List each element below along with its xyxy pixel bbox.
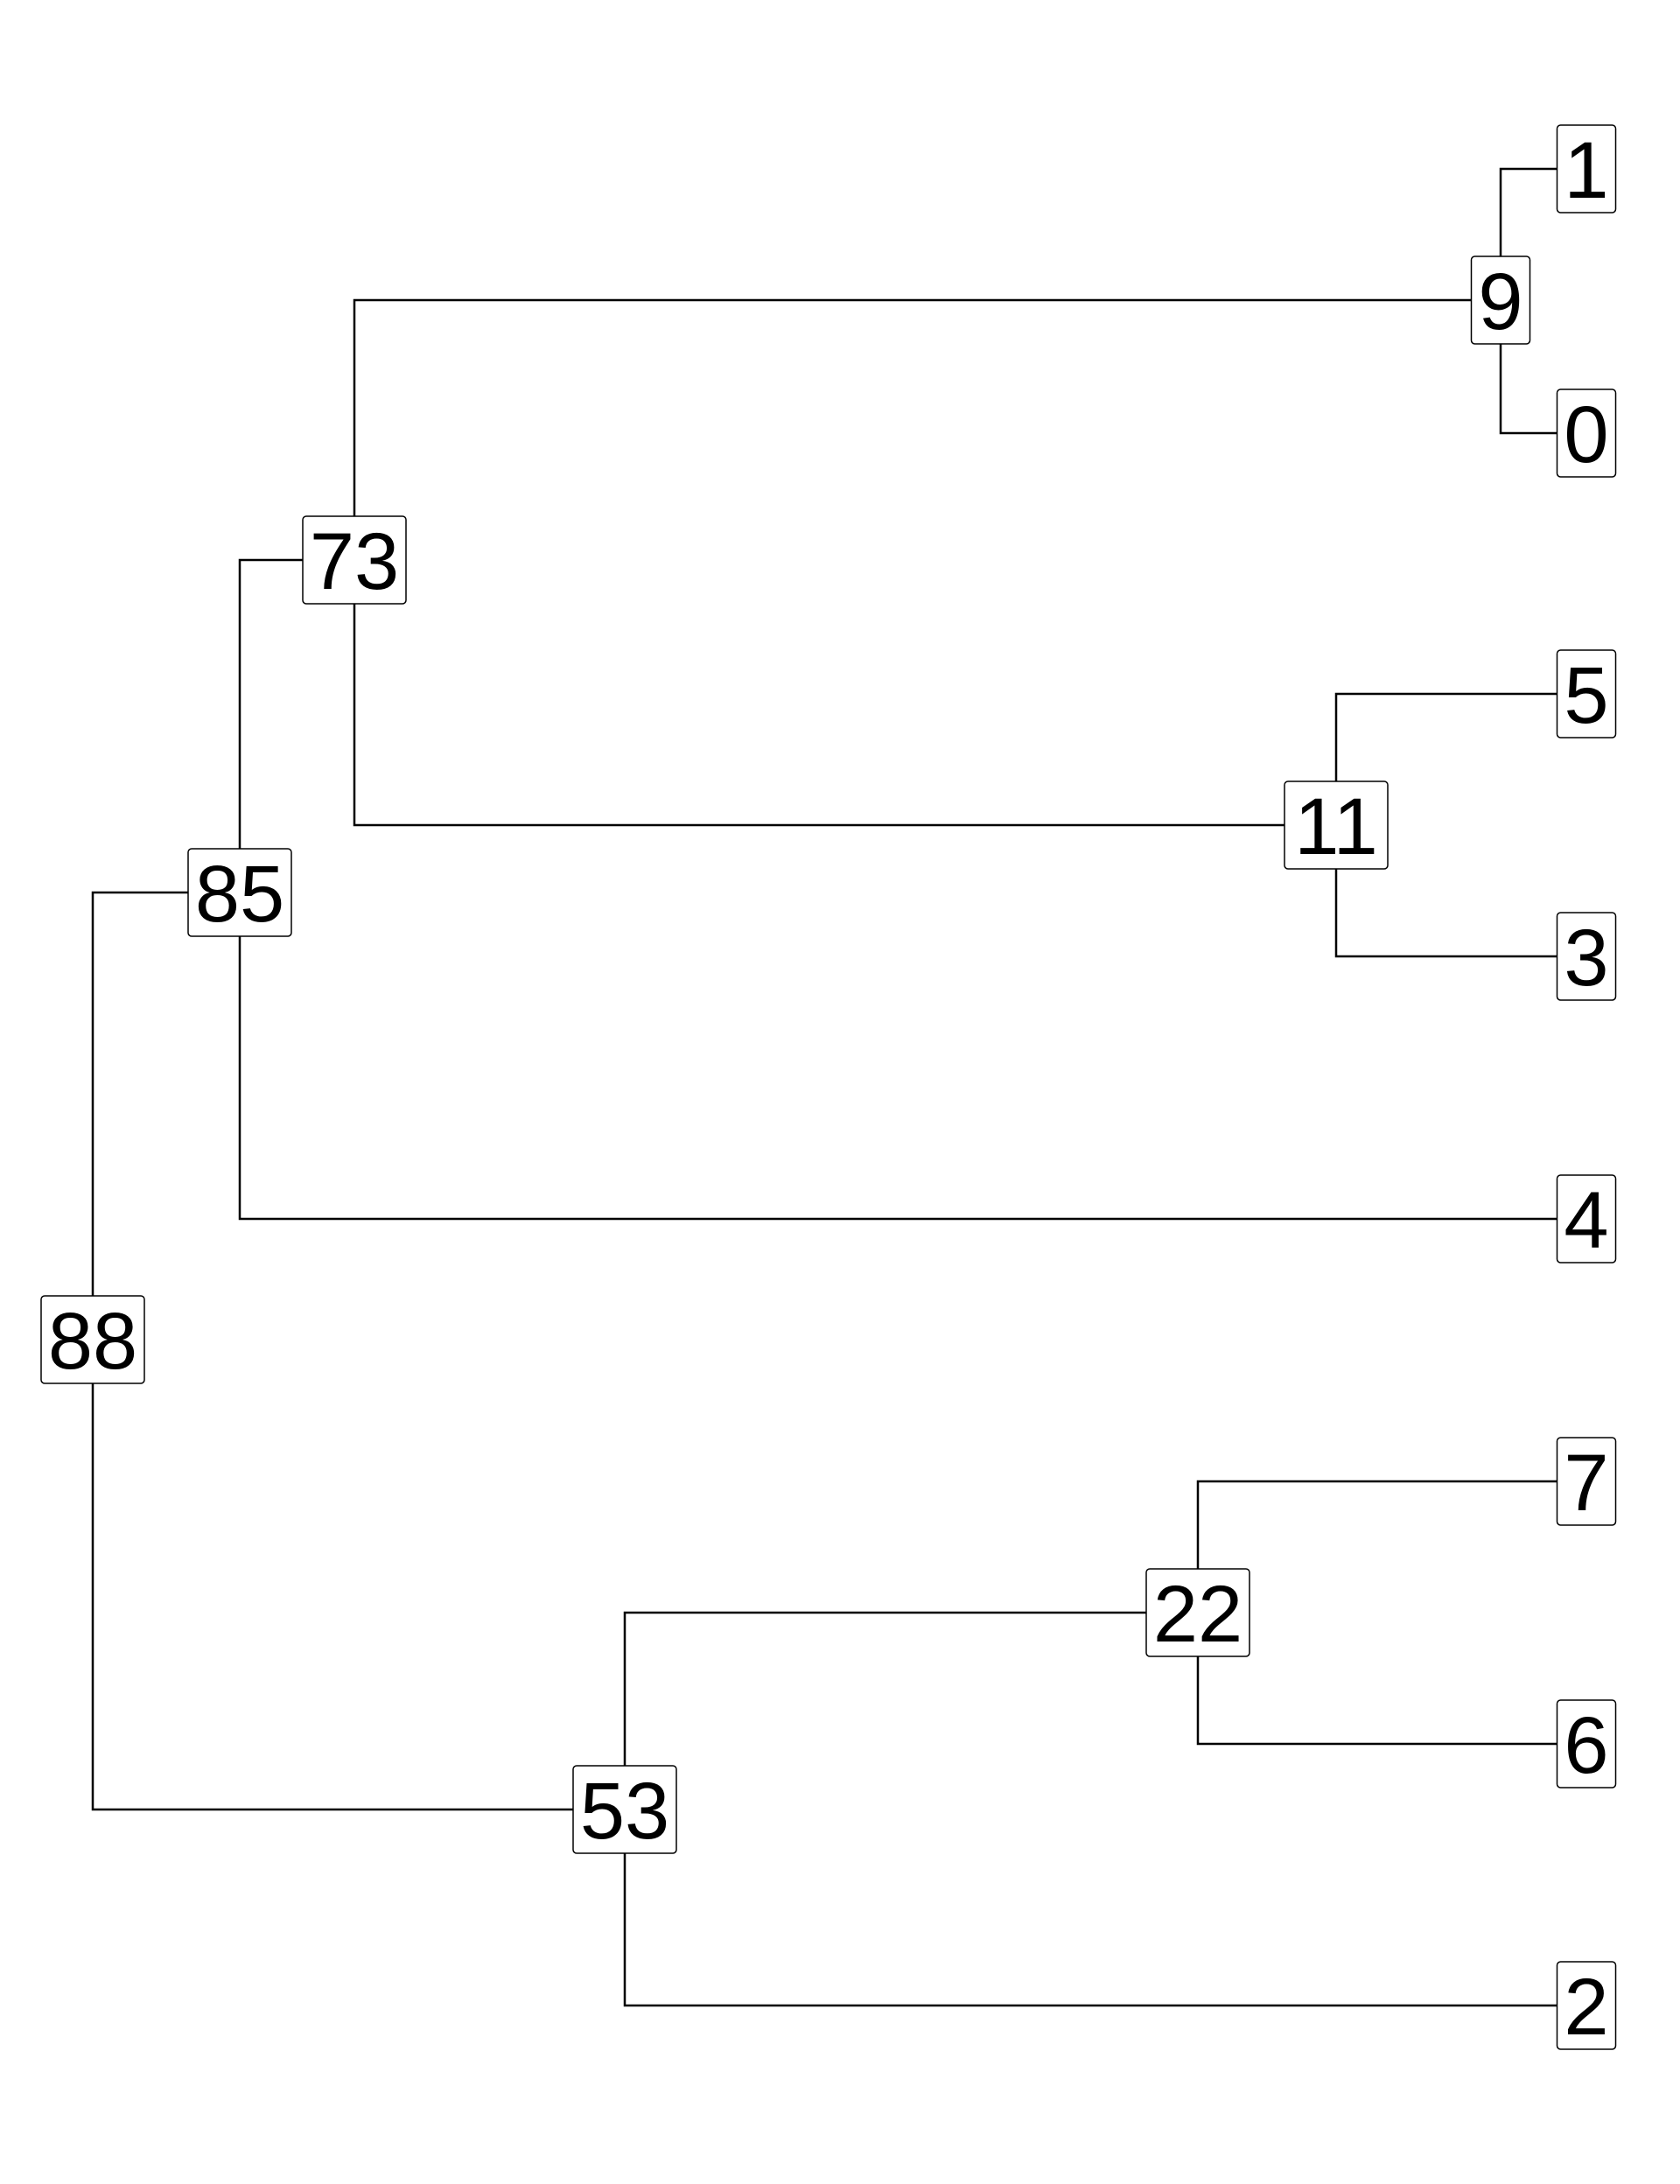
node-label-6: 6 [1564,1701,1608,1790]
node-88: 88 [40,1295,145,1386]
node-box-2 [1556,1961,1617,2050]
edge-73-9 [353,298,1501,560]
node-7: 7 [1556,1437,1617,1528]
node-label-11: 11 [1294,782,1378,872]
node-11: 11 [1284,780,1389,872]
node-box-22 [1145,1568,1250,1657]
node-53: 53 [572,1765,677,1856]
node-3: 3 [1556,912,1617,1003]
node-2: 2 [1556,1961,1617,2052]
node-label-22: 22 [1153,1570,1242,1659]
edge-22-6 [1196,1613,1586,1746]
node-0: 0 [1556,388,1617,480]
node-box-3 [1556,912,1617,1001]
node-6: 6 [1556,1699,1617,1790]
node-9: 9 [1470,256,1531,346]
node-22: 22 [1145,1568,1250,1659]
node-1: 1 [1556,124,1617,215]
edge-73-11 [353,560,1336,827]
edge-85-73 [238,558,354,892]
node-label-0: 0 [1564,390,1608,480]
edge-88-53 [91,1340,625,1811]
node-box-7 [1556,1437,1617,1526]
node-label-2: 2 [1564,1963,1608,2052]
node-box-11 [1284,780,1389,870]
node-label-1: 1 [1564,126,1608,215]
node-box-73 [302,515,407,605]
node-label-88: 88 [48,1297,137,1386]
node-box-5 [1556,649,1617,738]
node-4: 4 [1556,1174,1617,1265]
node-box-53 [572,1765,677,1854]
edge-53-2 [623,1810,1586,2007]
node-box-0 [1556,388,1617,478]
tree-edges [91,167,1586,2007]
node-label-5: 5 [1564,651,1608,740]
node-label-73: 73 [310,517,399,606]
node-box-1 [1556,124,1617,214]
node-label-53: 53 [580,1767,669,1856]
node-label-85: 85 [195,850,284,939]
node-85: 85 [187,848,292,939]
node-box-85 [187,848,292,937]
node-label-3: 3 [1564,914,1608,1003]
edge-85-4 [238,892,1586,1221]
node-73: 73 [302,515,407,606]
node-label-7: 7 [1564,1438,1608,1528]
node-box-9 [1470,256,1531,345]
node-label-4: 4 [1564,1176,1608,1265]
edge-22-7 [1196,1480,1586,1613]
node-box-6 [1556,1699,1617,1788]
node-box-88 [40,1295,145,1384]
edge-53-22 [623,1611,1198,1810]
node-box-4 [1556,1174,1617,1264]
node-label-9: 9 [1478,257,1522,346]
node-5: 5 [1556,649,1617,740]
edge-88-85 [91,891,240,1340]
